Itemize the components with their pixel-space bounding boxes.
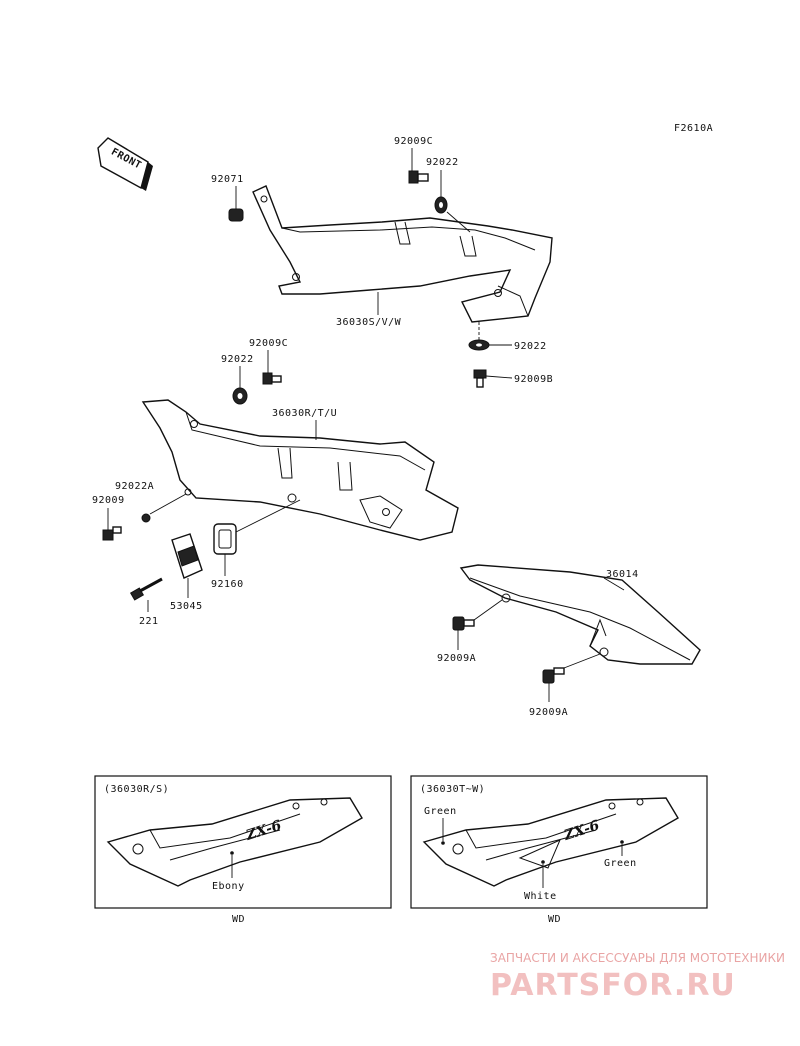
clip-53045 bbox=[171, 533, 203, 598]
callout-92009c-mid: 92009C bbox=[249, 338, 288, 349]
callout-92022-mid: 92022 bbox=[221, 354, 254, 365]
side-cover-part bbox=[459, 564, 701, 665]
callout-92022-right: 92022 bbox=[514, 341, 547, 352]
callout-92160: 92160 bbox=[211, 579, 244, 590]
callout-92009a-1: 92009A bbox=[437, 653, 476, 664]
lower-cowl-part bbox=[141, 399, 459, 541]
inset-2-heading: (36030T~W) bbox=[420, 784, 485, 795]
inset-1-footer: WD bbox=[232, 914, 245, 925]
inset-2-color-green-1: Green bbox=[424, 806, 457, 817]
inset-2-footer: WD bbox=[548, 914, 561, 925]
upper-cowl-part bbox=[252, 185, 553, 323]
diagram-code: F2610A bbox=[674, 123, 713, 134]
callout-92071: 92071 bbox=[211, 174, 244, 185]
inset-2-color-white: White bbox=[524, 891, 557, 902]
callout-221: 221 bbox=[139, 616, 159, 627]
callout-92009a-2: 92009A bbox=[529, 707, 568, 718]
inset-2-color-green-2: Green bbox=[604, 858, 637, 869]
callout-92022a: 92022A bbox=[115, 481, 154, 492]
bolt-92009c-top bbox=[408, 148, 429, 184]
damper-92160 bbox=[213, 499, 301, 576]
watermark-caption: ЗАПЧАСТИ И АКСЕССУАРЫ ДЛЯ МОТОТЕХНИКИ bbox=[490, 951, 785, 965]
callout-36030svw: 36030S/V/W bbox=[336, 317, 402, 328]
callout-92022-top: 92022 bbox=[426, 157, 459, 168]
callout-53045: 53045 bbox=[170, 601, 203, 612]
bolt-92009 bbox=[102, 508, 122, 541]
grommet-92071 bbox=[228, 186, 244, 222]
callout-36014: 36014 bbox=[606, 569, 639, 580]
washer-92022-right bbox=[468, 322, 512, 351]
inset-36030rs: (36030R/S) ZX-6 Ebony bbox=[94, 775, 392, 909]
front-arrow-icon: FRONT bbox=[97, 137, 153, 191]
inset-1-color-ebony: Ebony bbox=[212, 881, 245, 892]
watermark-brand: PARTSFOR.RU bbox=[490, 968, 736, 1003]
inset-36030tw: (36030T~W) ZX-6 Green Green White bbox=[410, 775, 708, 909]
washer-92022a bbox=[141, 493, 187, 523]
callout-92009c-top: 92009C bbox=[394, 136, 433, 147]
callout-92009b: 92009B bbox=[514, 374, 553, 385]
washer-92022-mid bbox=[232, 366, 248, 405]
callout-36030rtu: 36030R/T/U bbox=[272, 408, 337, 419]
screw-221 bbox=[129, 577, 163, 612]
bolt-92009c-mid bbox=[262, 350, 282, 385]
bolt-92009a-2 bbox=[542, 653, 601, 702]
bolt-92009b bbox=[473, 369, 513, 388]
bolt-92009a-1 bbox=[452, 599, 503, 650]
inset-1-heading: (36030R/S) bbox=[104, 784, 169, 795]
washer-92022-top bbox=[434, 170, 471, 233]
callout-92009: 92009 bbox=[92, 495, 125, 506]
